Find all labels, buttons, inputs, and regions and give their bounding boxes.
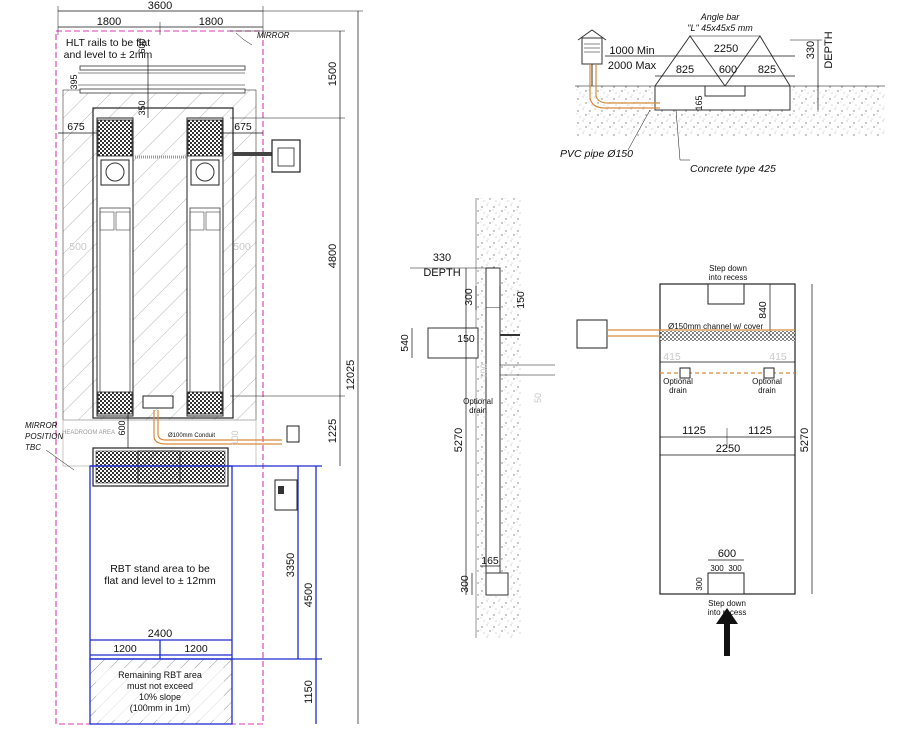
dim-165-top: 165 (694, 95, 704, 110)
angle-bar-line1: Angle bar (700, 12, 741, 22)
drain-right-line2: drain (758, 386, 776, 395)
channel-end-box (576, 319, 608, 349)
dim-4800: 4800 (327, 244, 339, 268)
conduit-line (157, 410, 282, 441)
dim-12025: 12025 (345, 360, 357, 391)
dim-675-left: 675 (67, 121, 85, 133)
step-down-top-line1: Step down (709, 264, 747, 273)
dim-300-b: 300 (728, 564, 742, 573)
remaining-line3: 10% slope (139, 692, 181, 702)
control-box (271, 139, 301, 173)
dim-1150: 1150 (303, 680, 315, 704)
step-down-bottom-line1: Step down (708, 599, 746, 608)
dim-330-top: 330 (805, 41, 817, 59)
dim-600-right: 600 (718, 548, 736, 560)
remaining-line4: (100mm in 1m) (130, 703, 191, 713)
hlt-rail-top (79, 65, 246, 71)
dim-415-right: 415 (769, 351, 787, 363)
dim-415-left: 415 (663, 351, 681, 363)
pvc-label: PVC pipe Ø150 (560, 148, 633, 160)
dim-100: 100 (479, 363, 489, 378)
drain-left-line1: Optional (663, 377, 693, 386)
dim-600-mid: 600 (117, 420, 127, 435)
remaining-line2: must not exceed (127, 681, 193, 691)
dim-1200-a: 1200 (113, 643, 137, 655)
dim-3600: 3600 (148, 0, 172, 12)
hatched-area (63, 90, 256, 420)
dim-1800-left: 1800 (97, 16, 121, 28)
dim-300-a: 300 (710, 564, 724, 573)
dim-300-top: 300 (463, 288, 475, 306)
channel-box (427, 327, 479, 359)
dim-675-right: 675 (234, 121, 252, 133)
left-plan: 3600 1800 1800 HLT rails to be flat and … (25, 0, 363, 725)
depth-label-mid: DEPTH (423, 267, 460, 279)
remaining-line1: Remaining RBT area (118, 670, 202, 680)
lift-frame (92, 107, 234, 419)
concrete-label: Concrete type 425 (690, 163, 776, 175)
right-plan: Step down into recess 840 Ø150mm channel… (576, 264, 813, 656)
mid-drain-line1: Optional (463, 397, 493, 406)
conduit-label: Ø100mm Conduit (168, 433, 215, 439)
dim-1200-b: 1200 (184, 643, 208, 655)
channel-cover (660, 331, 795, 341)
dim-600-top: 600 (137, 38, 147, 53)
angle-bar-line2: "L" 45x45x5 mm (687, 23, 753, 33)
step-down-top-line2: into recess (709, 273, 748, 282)
rbt-note-line1: RBT stand area to be (110, 563, 210, 575)
mirror-position-line3: TBC (25, 443, 41, 452)
dim-2000-max: 2000 Max (608, 60, 657, 72)
hlt-note-line2: and level to ± 2mm (64, 49, 153, 61)
hlt-note-line1: HLT rails to be flat (66, 37, 150, 49)
middle-section: 330 DEPTH 300 150 540 150 100 50 Optiona… (399, 198, 555, 638)
dim-1125-right: 1125 (748, 425, 772, 437)
headroom-label: HEADROOM AREA (62, 430, 115, 436)
dim-540: 540 (399, 334, 411, 352)
dim-4500: 4500 (303, 583, 315, 607)
drain-left-line2: drain (669, 386, 687, 395)
rbt-display (274, 479, 298, 511)
dim-395: 395 (69, 74, 79, 89)
dim-1125-left: 1125 (682, 425, 706, 437)
top-right-section: Angle bar "L" 45x45x5 mm 1000 Min 2000 M… (560, 12, 885, 175)
dim-600: 600 (719, 64, 737, 76)
dim-5270-right: 5270 (799, 428, 811, 452)
dim-1800-right: 1800 (199, 16, 223, 28)
dim-825-left: 825 (676, 64, 694, 76)
dim-50: 50 (533, 393, 543, 403)
dim-5270-mid: 5270 (453, 428, 465, 452)
dim-300-left: 300 (695, 577, 704, 591)
rbt-note-line2: flat and level to ± 12mm (104, 575, 216, 587)
dim-3350: 3350 (285, 553, 297, 577)
dim-165-mid: 165 (481, 555, 499, 567)
pvc-pipe (589, 64, 660, 109)
dim-825-right: 825 (758, 64, 776, 76)
drain-right-line1: Optional (752, 377, 782, 386)
dim-2250: 2250 (714, 43, 738, 55)
dim-840: 840 (757, 301, 769, 319)
dim-300-bottom: 300 (459, 575, 471, 593)
post-box (581, 37, 603, 65)
mirror-position-line2: POSITION (25, 432, 63, 441)
dim-500-right: 500 (233, 241, 251, 253)
svg-text:100: 100 (230, 430, 240, 445)
mirror-top-label: MIRROR (257, 31, 290, 40)
dim-1225: 1225 (327, 419, 339, 443)
depth-label-top: DEPTH (823, 31, 835, 68)
mirror-position-line1: MIRROR (25, 421, 58, 430)
dim-330-mid: 330 (433, 252, 451, 264)
channel-label: Ø150mm channel w/ cover (668, 322, 763, 331)
dim-2250-right: 2250 (716, 443, 740, 455)
dim-1500: 1500 (327, 62, 339, 86)
mid-drain-line2: drain (469, 406, 487, 415)
hlt-rail-bottom (79, 88, 246, 94)
dim-2400: 2400 (148, 628, 172, 640)
dim-500-left: 500 (69, 241, 87, 253)
dim-1000-min: 1000 Min (609, 45, 654, 57)
entry-arrow-icon (724, 622, 730, 656)
dim-150-top: 150 (515, 291, 527, 309)
